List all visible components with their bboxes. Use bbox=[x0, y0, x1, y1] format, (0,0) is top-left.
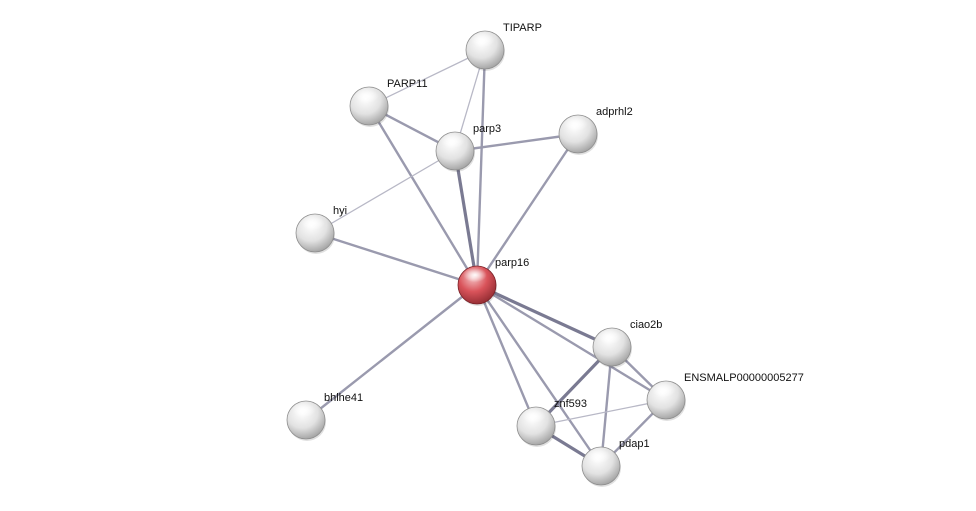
node-label: PARP11 bbox=[387, 78, 428, 90]
edge-parp16-znf593[interactable] bbox=[475, 283, 538, 428]
node-ciao2b[interactable]: ciao2b bbox=[592, 319, 662, 368]
node-highlight bbox=[471, 32, 495, 48]
node-label: pdap1 bbox=[619, 438, 650, 450]
node-pdap1[interactable]: pdap1 bbox=[581, 438, 650, 487]
node-highlight bbox=[598, 329, 622, 345]
node-highlight bbox=[564, 116, 588, 132]
edge-znf593-ENSMALP00000005277[interactable] bbox=[535, 399, 667, 427]
node-highlight bbox=[522, 408, 546, 424]
node-label: parp16 bbox=[495, 257, 529, 269]
node-adprhl2[interactable]: adprhl2 bbox=[558, 106, 633, 155]
node-highlight bbox=[355, 88, 379, 104]
edge-PARP11-parp16[interactable] bbox=[367, 104, 479, 287]
node-highlight bbox=[587, 448, 611, 464]
edge-parp16-ENSMALP00000005277[interactable] bbox=[475, 283, 668, 402]
node-TIPARP[interactable]: TIPARP bbox=[465, 22, 542, 71]
edge-parp3-parp16[interactable] bbox=[453, 149, 479, 287]
node-label: bhlhe41 bbox=[324, 392, 363, 404]
node-label: znf593 bbox=[554, 398, 587, 410]
node-parp16[interactable]: parp16 bbox=[457, 257, 529, 306]
edge-ciao2b-pdap1[interactable] bbox=[599, 345, 614, 468]
node-highlight bbox=[652, 382, 676, 398]
node-label: ciao2b bbox=[630, 319, 662, 331]
edge-PARP11-TIPARP[interactable] bbox=[368, 49, 486, 107]
node-label: TIPARP bbox=[503, 22, 542, 34]
edge-parp3-adprhl2[interactable] bbox=[453, 132, 580, 153]
edge-TIPARP-parp16[interactable] bbox=[475, 48, 487, 287]
node-parp3[interactable]: parp3 bbox=[435, 123, 501, 172]
node-label: ENSMALP00000005277 bbox=[684, 372, 804, 384]
edge-parp16-bhlhe41[interactable] bbox=[304, 283, 479, 422]
nodes-layer: TIPARP PARP11 parp3 adprhl2 hyi parp16 ciao2bE… bbox=[286, 22, 804, 487]
node-highlight bbox=[292, 402, 316, 418]
node-label: adprhl2 bbox=[596, 106, 633, 118]
edge-hyi-parp16[interactable] bbox=[313, 231, 479, 287]
node-bhlhe41[interactable]: bhlhe41 bbox=[286, 392, 363, 441]
edges-layer bbox=[304, 48, 668, 468]
edge-parp16-pdap1[interactable] bbox=[475, 283, 603, 468]
node-PARP11[interactable]: PARP11 bbox=[349, 78, 428, 127]
node-label: hyi bbox=[333, 205, 347, 217]
node-label: parp3 bbox=[473, 123, 501, 135]
edge-parp16-ciao2b[interactable] bbox=[475, 283, 614, 349]
edge-adprhl2-parp16[interactable] bbox=[475, 132, 580, 287]
node-highlight bbox=[441, 133, 465, 149]
node-highlight bbox=[463, 267, 487, 283]
node-hyi[interactable]: hyi bbox=[295, 205, 347, 254]
edge-parp3-hyi[interactable] bbox=[314, 150, 456, 234]
node-ENSMALP00000005277[interactable]: ENSMALP00000005277 bbox=[646, 372, 804, 421]
node-znf593[interactable]: znf593 bbox=[516, 398, 587, 447]
node-highlight bbox=[301, 215, 325, 231]
